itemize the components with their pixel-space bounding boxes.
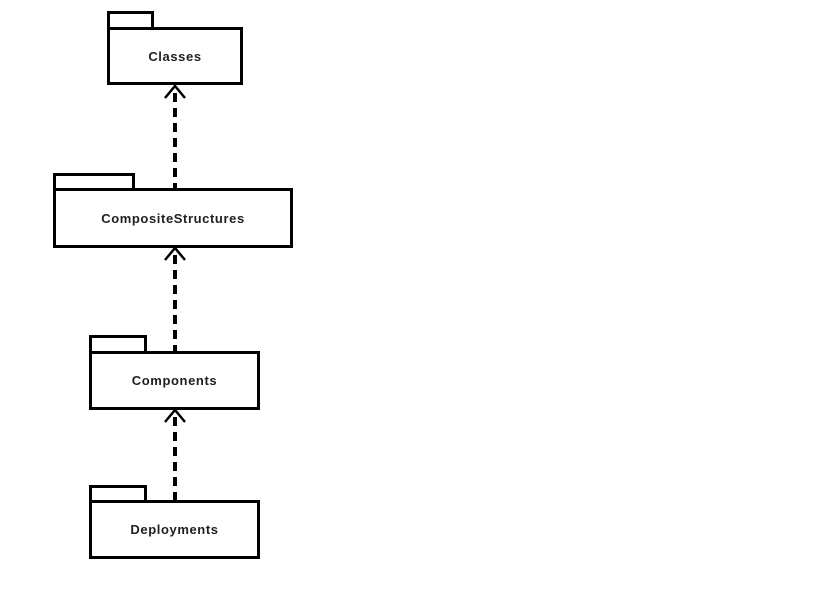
package-body: Components [89,351,260,410]
open-arrowhead-icon [164,408,186,423]
package-body: Deployments [89,500,260,559]
package-body: Classes [107,27,243,85]
package-tab [107,11,154,30]
package-label: Deployments [130,522,219,537]
package-label: Classes [148,48,202,64]
package-tab [89,485,147,503]
dependency-arrow-compositestructures-to-classes [164,84,186,188]
open-arrowhead-icon [164,84,186,99]
package-label: Components [131,373,218,388]
dependency-arrow-components-to-compositestructures [164,246,186,351]
open-arrowhead-icon [164,246,186,261]
package-tab [53,173,135,191]
package-body: CompositeStructures [53,188,293,248]
package-label: CompositeStructures [101,210,245,226]
dependency-arrow-deployments-to-components [164,408,186,500]
package-tab [89,335,147,354]
